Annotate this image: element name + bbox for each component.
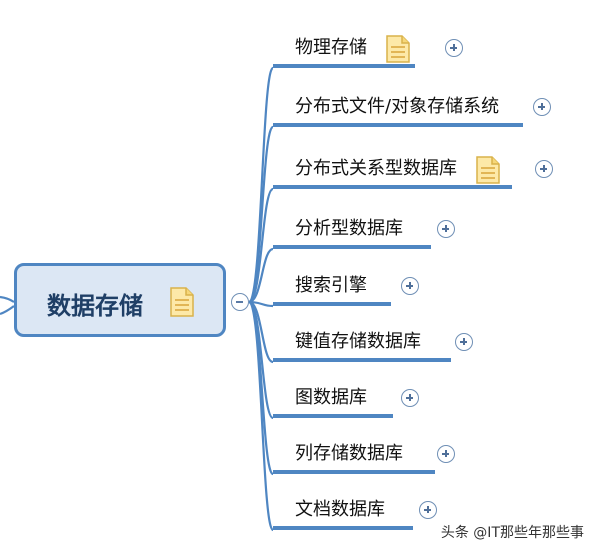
branch-topic-label: 分析型数据库	[295, 218, 403, 239]
expand-plus-icon[interactable]	[419, 501, 437, 519]
expand-plus-icon[interactable]	[401, 277, 419, 295]
expand-plus-icon[interactable]	[535, 160, 553, 178]
note-icon[interactable]	[475, 155, 501, 189]
connector-curve	[247, 300, 275, 532]
branch-underline	[273, 414, 393, 418]
branch-topic-label: 列存储数据库	[295, 443, 403, 464]
branch-topic-label: 分布式文件/对象存储系统	[295, 96, 500, 117]
central-topic[interactable]: 数据存储	[14, 263, 226, 337]
branch-underline	[273, 245, 431, 249]
branch-underline	[273, 470, 435, 474]
branch-underline	[273, 64, 415, 68]
connector-curve	[248, 247, 274, 304]
expand-plus-icon[interactable]	[401, 389, 419, 407]
watermark: 头条 @IT那些年那些事	[440, 525, 584, 541]
central-topic-label: 数据存储	[47, 292, 143, 320]
expand-plus-icon[interactable]	[437, 445, 455, 463]
connector-stub	[0, 305, 15, 316]
connector-curve	[247, 66, 275, 304]
branch-underline	[273, 526, 413, 530]
connector-curve	[248, 187, 275, 304]
expand-plus-icon[interactable]	[533, 98, 552, 116]
branch-topic-label: 物理存储	[295, 37, 367, 58]
collapse-minus-icon[interactable]	[231, 293, 249, 311]
branch-topic-label: 图数据库	[295, 387, 367, 408]
branch-underline	[273, 358, 451, 362]
note-icon[interactable]	[385, 34, 411, 68]
expand-plus-icon[interactable]	[445, 39, 463, 57]
branch-topic-label: 文档数据库	[295, 499, 385, 520]
expand-plus-icon[interactable]	[455, 333, 473, 351]
branch-underline	[273, 302, 391, 306]
branch-underline	[273, 123, 524, 127]
branch-topic-label: 键值存储数据库	[295, 331, 421, 352]
connector-stub	[0, 295, 15, 303]
branch-underline	[273, 185, 512, 189]
expand-plus-icon[interactable]	[437, 220, 455, 238]
branch-topic-label: 搜索引擎	[295, 275, 367, 296]
branch-topic-label: 分布式关系型数据库	[295, 158, 457, 179]
note-icon[interactable]	[169, 286, 195, 322]
